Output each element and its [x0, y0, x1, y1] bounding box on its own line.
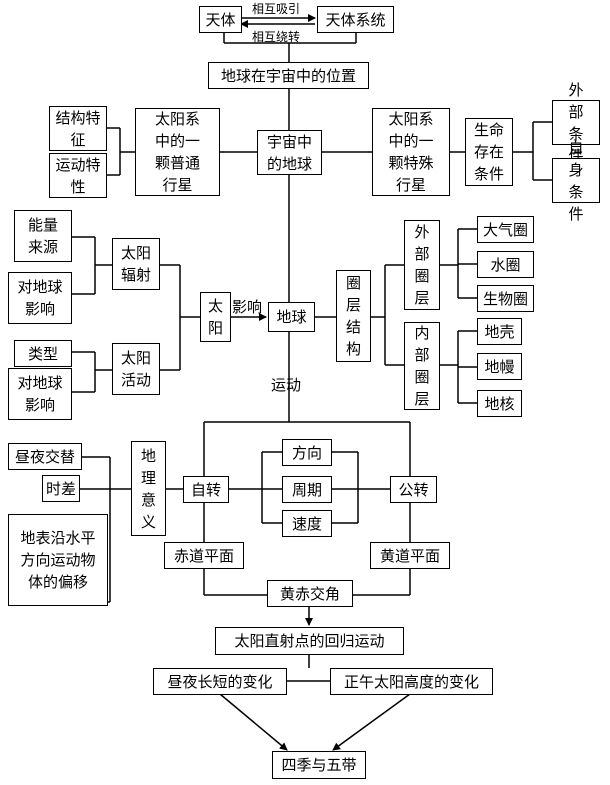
node-zishen-tiaojian: 自身条件 — [552, 139, 600, 223]
node-waibu-quanceng: 外部圈层 — [404, 220, 440, 310]
node-tianti: 天体 — [199, 6, 242, 33]
node-gongzhuan: 公转 — [390, 476, 437, 503]
label-yundong: 运动 — [271, 376, 302, 394]
node-dui-diqiu-yingxiang-2: 对地球影响 — [8, 368, 72, 420]
node-putong-xingxing: 太阳系中的一颗普通行星 — [135, 108, 220, 196]
node-shengming-tiaojian: 生命存在条件 — [465, 118, 513, 186]
node-quanceng-jiegou: 圈层结构 — [336, 270, 371, 362]
node-daqiquan: 大气圈 — [477, 216, 534, 243]
node-dili-yiyi: 地理意义 — [131, 441, 166, 536]
label-xianghu-xiyin: 相互吸引 — [252, 2, 301, 16]
node-shengwuquan: 生物圈 — [477, 285, 534, 312]
node-diqiu: 地球 — [268, 302, 315, 332]
node-dihe: 地核 — [477, 390, 522, 417]
node-weizhi: 地球在宇宙中的位置 — [208, 62, 369, 89]
node-teshu-xingxing: 太阳系中的一颗特殊行星 — [372, 108, 450, 196]
label-xianghu-raozhuan: 相互绕转 — [252, 30, 301, 44]
node-taiyang-huodong: 太阳活动 — [112, 343, 160, 395]
node-huigui-yundong: 太阳直射点的回归运动 — [215, 627, 404, 655]
node-nengliang-laiyuan: 能量来源 — [14, 210, 72, 262]
node-siji-wudai: 四季与五带 — [272, 751, 366, 779]
node-huangchi-jiaojiao: 黄赤交角 — [267, 580, 353, 607]
node-sudu: 速度 — [282, 510, 332, 537]
node-tianti-xitong: 天体系统 — [317, 6, 394, 33]
node-shuiquan: 水圈 — [477, 251, 534, 278]
node-taiyang: 太阳 — [200, 292, 231, 342]
node-yundong-texing: 运动特性 — [49, 153, 107, 198]
node-yuzhou-diqiu: 宇宙中的地球 — [257, 130, 322, 175]
node-leixing: 类型 — [14, 340, 72, 367]
node-fangxiang: 方向 — [282, 439, 332, 466]
node-huangdao-pingmian: 黄道平面 — [370, 542, 450, 569]
node-dimang: 地幔 — [477, 353, 522, 380]
node-zhengwu-gaodu: 正午太阳高度的变化 — [330, 668, 493, 695]
node-pianyi: 地表沿水平方向运动物体的偏移 — [8, 514, 108, 606]
node-shicha: 时差 — [42, 475, 80, 502]
node-neibu-quanceng: 内部圈层 — [404, 322, 440, 410]
node-dui-diqiu-yingxiang-1: 对地球影响 — [8, 272, 72, 324]
node-zhouye-changduan: 昼夜长短的变化 — [153, 668, 287, 695]
node-zhouqi: 周期 — [282, 476, 332, 503]
node-jiegou-tezheng: 结构特征 — [49, 106, 107, 151]
node-taiyang-fushe: 太阳辐射 — [112, 238, 160, 290]
node-zhouye-jiaoti: 昼夜交替 — [8, 443, 82, 470]
node-chidao-pingmian: 赤道平面 — [164, 542, 244, 569]
node-zizhuan: 自转 — [183, 476, 229, 503]
node-diqiao: 地壳 — [477, 318, 522, 345]
label-yingxiang: 影响 — [232, 298, 263, 316]
